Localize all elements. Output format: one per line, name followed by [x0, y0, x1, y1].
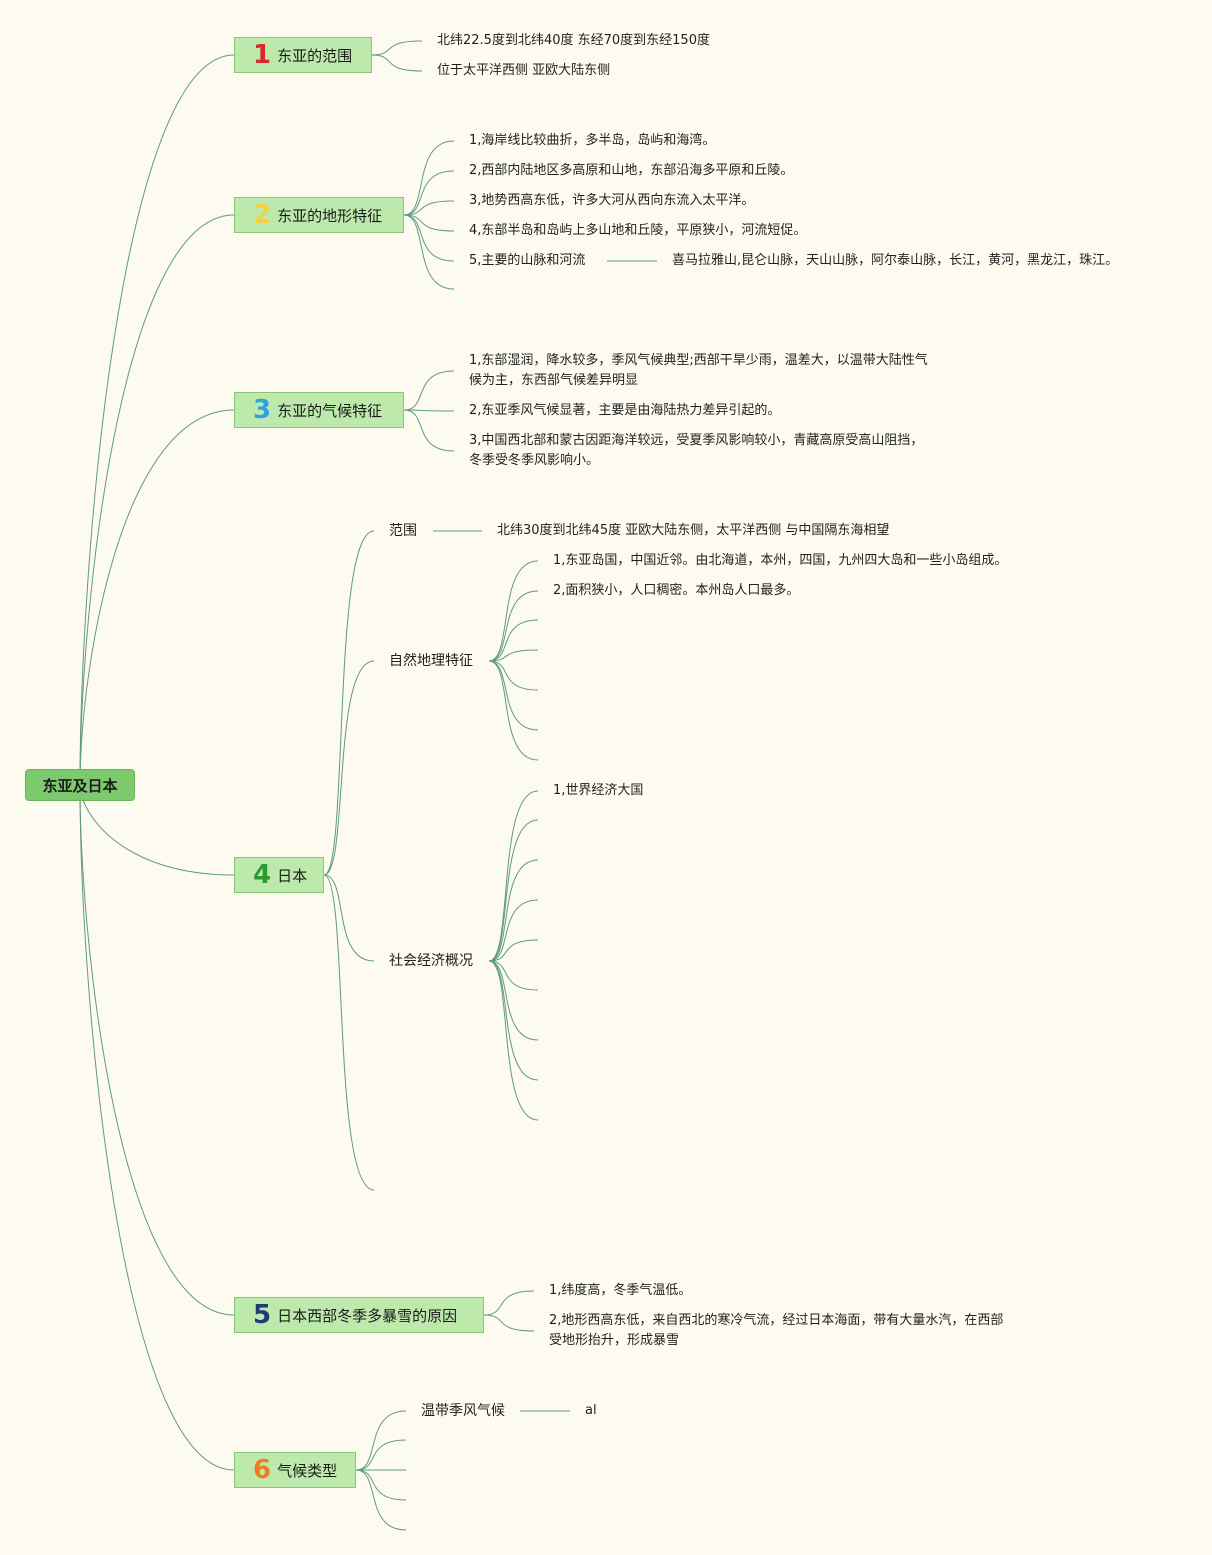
topic-label-5: 日本西部冬季多暴雪的原因: [277, 1306, 458, 1325]
leaf-3-1[interactable]: 1,东部湿润，降水较多，季风气候典型;西部干旱少雨，温差大，以温带大陆性气: [469, 353, 928, 368]
topic-node-4[interactable]: 4 日本: [234, 857, 324, 893]
connector-10: [403, 200, 455, 216]
connector-24: [488, 590, 539, 662]
number-icon-4: 4: [253, 860, 272, 890]
leaf-2-5[interactable]: 5,主要的山脉和河流: [469, 253, 586, 268]
leaf-6-1[interactable]: 温带季风气候: [421, 1403, 505, 1419]
number-icon-2: 2: [253, 200, 272, 230]
connector-26: [488, 649, 539, 662]
topic-label-6: 气候类型: [277, 1461, 338, 1480]
connector-40: [483, 1314, 535, 1332]
connector-19: [323, 660, 375, 876]
connector-11: [403, 214, 455, 232]
connector-6: [371, 40, 423, 56]
topic-node-3[interactable]: 3 东亚的气候特征: [234, 392, 404, 428]
subtopic-social[interactable]: 社会经济概况: [389, 953, 473, 969]
topic-node-2[interactable]: 2 东亚的地形特征: [234, 197, 404, 233]
leaf-3-3[interactable]: 3,中国西北部和蒙古因距海洋较远，受夏季风影响较小，青藏高原受高山阻挡，: [469, 433, 924, 448]
connector-8: [403, 140, 455, 216]
topic-node-1[interactable]: 1 东亚的范围: [234, 37, 372, 73]
connector-4: [79, 784, 235, 1316]
leaf-4-range[interactable]: 北纬30度到北纬45度 亚欧大陆东侧，太平洋西侧 与中国隔东海相望: [497, 523, 890, 538]
topic-label-1: 东亚的范围: [277, 46, 353, 65]
connector-33: [488, 899, 539, 962]
connector-25: [488, 619, 539, 662]
topic-node-5[interactable]: 5 日本西部冬季多暴雪的原因: [234, 1297, 484, 1333]
connector-20: [323, 874, 375, 962]
leaf-2-2[interactable]: 2,西部内陆地区多高原和山地，东部沿海多平原和丘陵。: [469, 163, 794, 178]
leaf-2-1[interactable]: 1,海岸线比较曲折，多半岛，岛屿和海湾。: [469, 133, 716, 148]
connector-27: [488, 660, 539, 691]
topic-label-3: 东亚的气候特征: [277, 401, 383, 420]
topic-label-4: 日本: [277, 866, 308, 885]
leaf-5-2-cont[interactable]: 受地形抬升，形成暴雪: [549, 1333, 680, 1348]
number-icon-5: 5: [253, 1300, 272, 1330]
leaf-1-1[interactable]: 北纬22.5度到北纬40度 东经70度到东经150度: [437, 33, 710, 48]
connector-29: [488, 660, 539, 761]
connector-16: [403, 409, 455, 412]
leaf-5-1[interactable]: 1,纬度高，冬季气温低。: [549, 1283, 692, 1298]
connector-13: [403, 214, 455, 290]
topic-label-2: 东亚的地形特征: [277, 206, 383, 225]
connector-42: [355, 1439, 407, 1471]
connector-7: [371, 54, 423, 72]
leaf-5-2[interactable]: 2,地形西高东低，来自西北的寒冷气流，经过日本海面，带有大量水汽，在西部: [549, 1313, 1004, 1328]
leaf-1-2[interactable]: 位于太平洋西侧 亚欧大陆东侧: [437, 63, 611, 78]
connector-34: [488, 939, 539, 962]
connector-18: [323, 530, 375, 876]
subtopic-range[interactable]: 范围: [389, 523, 417, 539]
root-node[interactable]: 东亚及日本: [25, 769, 135, 801]
number-icon-6: 6: [253, 1455, 272, 1485]
connector-2: [79, 409, 235, 786]
leaf-4-natural-2[interactable]: 2,面积狭小，人口稠密。本州岛人口最多。: [553, 583, 800, 598]
connector-21: [323, 874, 375, 1191]
connector-12: [403, 214, 455, 262]
connector-45: [355, 1469, 407, 1531]
leaf-3-1-cont[interactable]: 候为主，东西部气候差异明显: [469, 373, 639, 388]
connector-30: [488, 790, 539, 962]
connector-1: [79, 214, 235, 786]
connector-36: [488, 960, 539, 1041]
leaf-4-social-1[interactable]: 1,世界经济大国: [553, 783, 644, 798]
connector-15: [403, 370, 455, 411]
connector-44: [355, 1469, 407, 1501]
connector-0: [79, 54, 235, 786]
leaf-3-3-cont[interactable]: 冬季受冬季风影响小。: [469, 453, 600, 468]
connector-35: [488, 960, 539, 991]
connector-5: [79, 784, 235, 1471]
connector-23: [488, 560, 539, 662]
leaf-4-natural-1[interactable]: 1,东亚岛国，中国近邻。由北海道，本州，四国，九州四大岛和一些小岛组成。: [553, 553, 1008, 568]
connector-9: [403, 170, 455, 216]
connector-39: [483, 1290, 535, 1316]
connector-17: [403, 409, 455, 452]
number-icon-3: 3: [253, 395, 272, 425]
topic-node-6[interactable]: 6 气候类型: [234, 1452, 356, 1488]
connector-28: [488, 660, 539, 731]
leaf-3-2[interactable]: 2,东亚季风气候显著，主要是由海陆热力差异引起的。: [469, 403, 781, 418]
leaf-6-1-detail[interactable]: al: [585, 1403, 597, 1418]
connector-41: [355, 1410, 407, 1471]
number-icon-1: 1: [253, 40, 272, 70]
leaf-2-4[interactable]: 4,东部半岛和岛屿上多山地和丘陵，平原狭小，河流短促。: [469, 223, 807, 238]
connector-32: [488, 859, 539, 962]
connector-38: [488, 960, 539, 1121]
connector-31: [488, 819, 539, 962]
subtopic-natural[interactable]: 自然地理特征: [389, 653, 473, 669]
leaf-2-5-detail[interactable]: 喜马拉雅山,昆仑山脉，天山山脉，阿尔泰山脉，长江，黄河，黑龙江，珠江。: [672, 253, 1119, 268]
connector-37: [488, 960, 539, 1081]
leaf-2-3[interactable]: 3,地势西高东低，许多大河从西向东流入太平洋。: [469, 193, 755, 208]
